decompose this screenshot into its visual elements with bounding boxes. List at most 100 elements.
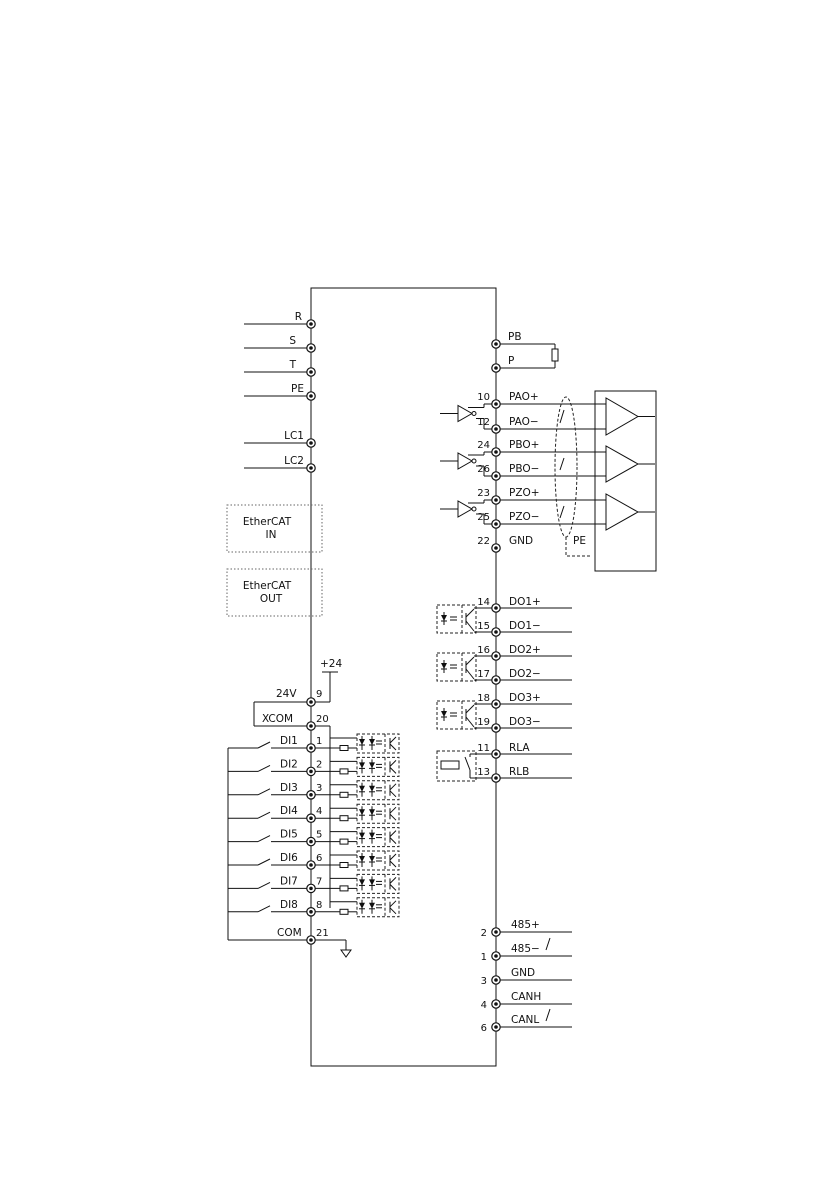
input-pin: 7 <box>316 876 322 887</box>
optocoupler-icon <box>357 828 399 847</box>
svg-text:IN: IN <box>266 529 277 541</box>
svg-text:EtherCAT: EtherCAT <box>243 516 292 528</box>
resistor-icon <box>552 349 558 361</box>
terminal-icon <box>492 976 500 984</box>
terminal-icon <box>307 791 315 799</box>
output-do2minus: 17DO2− <box>477 668 572 680</box>
com-label: COM <box>277 927 302 939</box>
terminal-icon <box>492 472 500 480</box>
terminal-icon <box>492 628 500 636</box>
ground-icon <box>341 950 351 957</box>
terminal-icon <box>492 700 500 708</box>
optocoupler-icon <box>357 851 399 870</box>
terminal-icon <box>492 928 500 936</box>
output-label: DO1− <box>509 620 541 632</box>
encoder-label: PAO+ <box>509 391 539 403</box>
switch-icon <box>258 789 270 795</box>
switch-icon <box>258 836 270 842</box>
twisted-pair-mark <box>546 938 550 950</box>
terminal-icon <box>307 368 315 376</box>
encoder-label: PAO− <box>509 416 539 428</box>
svg-text:EtherCAT: EtherCAT <box>243 580 292 592</box>
terminal-lc1-label: LC1 <box>284 430 304 442</box>
resistor-icon <box>340 886 348 891</box>
switch-icon <box>258 742 270 748</box>
terminal-icon <box>307 814 315 822</box>
terminal-icon <box>492 952 500 960</box>
output-pin: 19 <box>477 717 490 728</box>
receiver-box <box>595 391 656 571</box>
resistor-icon <box>340 816 348 821</box>
output-label: DO2+ <box>509 644 541 656</box>
terminal-icon <box>307 908 315 916</box>
terminal-r-label: R <box>295 311 302 323</box>
switch-icon <box>258 812 270 818</box>
resistor-icon <box>340 839 348 844</box>
terminal-icon <box>307 722 315 730</box>
switch-icon <box>258 859 270 865</box>
comm-pin: 4 <box>481 1000 487 1011</box>
terminal-icon <box>492 750 500 758</box>
input-label: DI4 <box>280 805 298 817</box>
terminal-icon <box>492 425 500 433</box>
v24-label: 24V <box>276 688 297 700</box>
comm-pin: 1 <box>481 952 487 963</box>
comm-pin: 2 <box>481 928 487 939</box>
terminal-icon <box>307 320 315 328</box>
input-pin: 3 <box>316 783 322 794</box>
output-label: DO2− <box>509 668 541 680</box>
optocoupler-icon <box>357 874 399 893</box>
output-do1plus: 14DO1+ <box>477 596 572 608</box>
ethercat-out-box: EtherCAT OUT <box>227 569 322 616</box>
comparator-icon <box>606 398 655 435</box>
terminal-icon <box>307 698 315 706</box>
ethercat-in-box: EtherCAT IN <box>227 505 322 552</box>
input-pin: 2 <box>316 759 322 770</box>
pin9-label: 9 <box>316 689 322 700</box>
comm-label: CANH <box>511 991 541 1003</box>
optocoupler-icon <box>357 781 399 800</box>
terminal-icon <box>492 544 500 552</box>
supply-wiring: +24 24V 9 XCOM 20 <box>254 658 342 908</box>
output-label: DO3− <box>509 716 541 728</box>
resistor-icon <box>340 863 348 868</box>
terminal-icon <box>307 861 315 869</box>
comm-label: 485− <box>511 943 540 955</box>
terminal-icon <box>492 400 500 408</box>
resistor-icon <box>340 909 348 914</box>
comparator-icon <box>606 446 655 482</box>
optocoupler-icon <box>357 734 399 753</box>
input-label: DI5 <box>280 829 298 841</box>
input-pin: 8 <box>316 900 322 911</box>
input-label: DI8 <box>280 899 298 911</box>
comm-label: GND <box>511 967 535 979</box>
output-do3minus: 19 DO3− <box>477 716 572 728</box>
input-label: DI6 <box>280 852 298 864</box>
encoder-label: PBO− <box>509 463 539 475</box>
comm-pin: 3 <box>481 976 487 987</box>
switch-icon <box>258 906 270 912</box>
terminal-icon <box>492 1000 500 1008</box>
terminal-icon <box>492 774 500 782</box>
switch-icon <box>258 882 270 888</box>
input-label: DI7 <box>280 875 298 887</box>
encoder-label: PZO+ <box>509 487 540 499</box>
optocoupler-icon <box>357 757 399 776</box>
power-terminals: R S T PE LC1 LC2 <box>244 311 311 468</box>
input-label: DI2 <box>280 758 298 770</box>
pin20-label: 20 <box>316 714 329 725</box>
encoder-pin: 23 <box>477 488 490 499</box>
terminal-icon <box>307 837 315 845</box>
encoder-pin: 10 <box>477 392 490 403</box>
resistor-icon <box>340 769 348 774</box>
output-pin: 18 <box>477 693 490 704</box>
input-label: DI3 <box>280 782 298 794</box>
switch-icon <box>258 765 270 771</box>
